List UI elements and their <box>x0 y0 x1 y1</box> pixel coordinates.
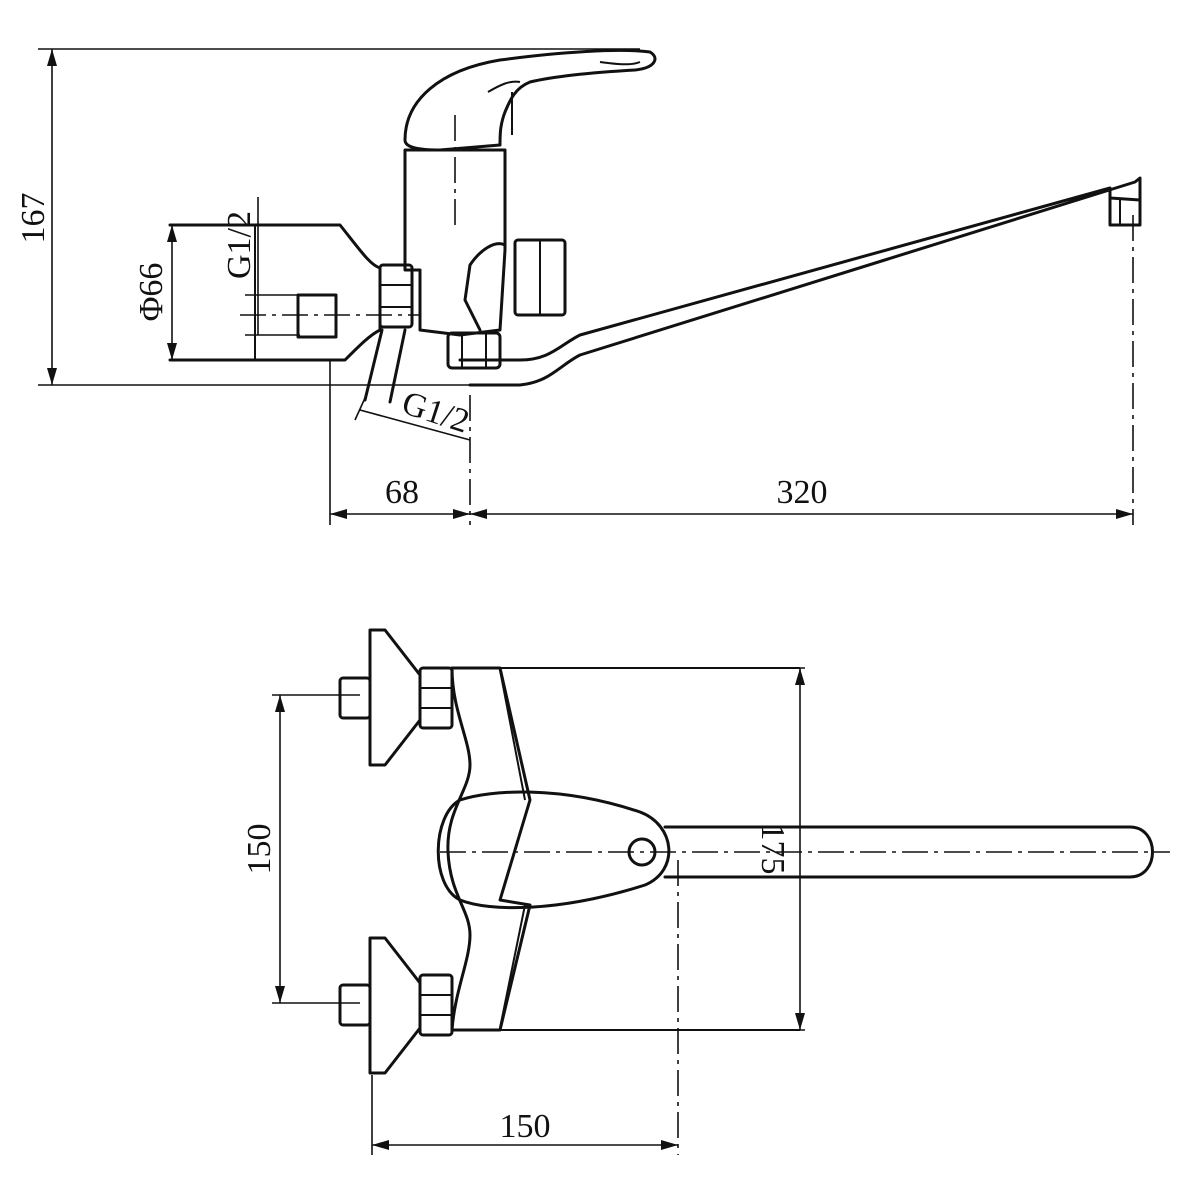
dim-outlet-thread-label: G1/2 <box>398 384 474 440</box>
mixer-body <box>403 115 567 370</box>
dimension-inlet-thread: G1/2 <box>221 197 300 336</box>
dim-spout-reach-label: 320 <box>777 474 828 511</box>
dim-inlet-thread-label: G1/2 <box>221 211 258 279</box>
wall-flange <box>168 223 420 404</box>
dim-diameter-label: Φ66 <box>133 263 170 322</box>
spout <box>458 176 1142 525</box>
top-body <box>446 666 800 1032</box>
lever-handle <box>403 48 657 152</box>
top-spout <box>663 825 1154 879</box>
dimension-width: 150 <box>371 860 679 1155</box>
dim-inlet-spacing-label: 150 <box>241 824 278 875</box>
dim-width-label: 150 <box>500 1108 551 1145</box>
top-lever <box>436 790 1170 910</box>
dimension-inlet-spacing: 150 <box>241 694 360 1004</box>
dimension-diameter: Φ66 <box>133 225 177 360</box>
top-eccentric-upper <box>338 628 454 767</box>
dimension-horizontal: 68 320 <box>329 360 1133 525</box>
dim-depth-label: 175 <box>754 824 791 875</box>
dimension-depth: 175 <box>754 667 805 1031</box>
dim-body-offset-label: 68 <box>385 474 419 511</box>
side-view: 167 <box>15 48 1142 525</box>
dimension-outlet-thread: G1/2 <box>354 384 474 441</box>
top-view: 150 175 150 <box>241 628 1170 1155</box>
top-eccentric-lower <box>338 936 454 1075</box>
dim-height-label: 167 <box>15 193 52 244</box>
dimension-height: 167 <box>15 48 640 386</box>
